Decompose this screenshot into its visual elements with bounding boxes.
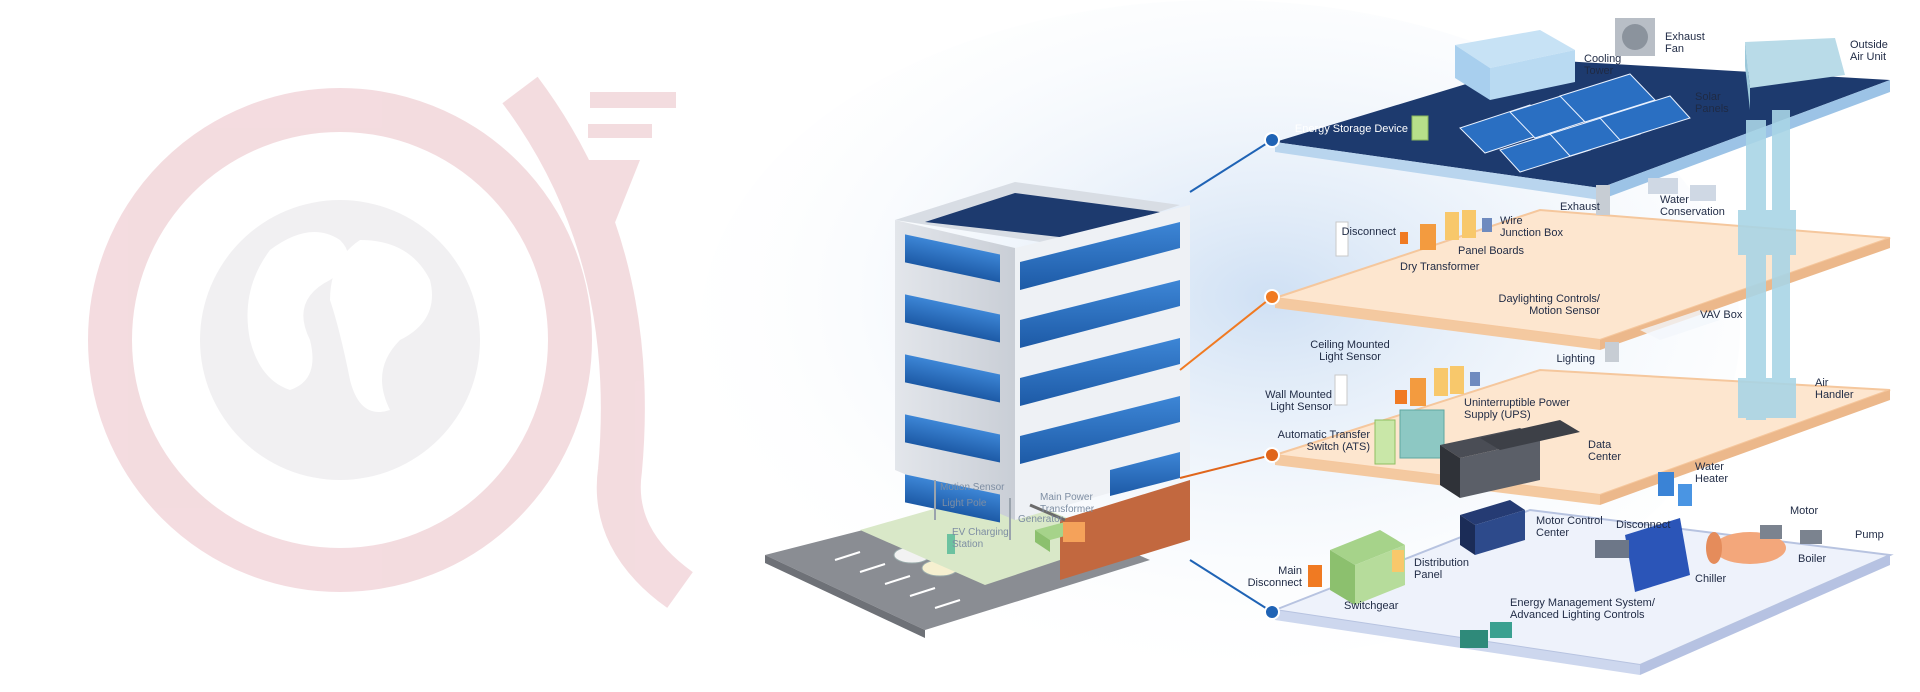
dry-transformer-label: Dry Transformer (1400, 261, 1480, 273)
light-pole-label: Light Pole (942, 498, 987, 509)
disconnect-icon (1400, 232, 1408, 244)
watermark-logo (110, 90, 680, 590)
motor-icon (1760, 525, 1782, 539)
exhaust-label: Exhaust (1560, 201, 1600, 213)
panel-boards-label: Panel Boards (1458, 245, 1525, 257)
distribution-panel-icon (1392, 550, 1404, 572)
disconnect-label: Disconnect (1342, 226, 1396, 238)
main-disconnect-icon (1308, 565, 1322, 587)
exhaust-fan-icon (1615, 18, 1655, 56)
energy-storage-label: Energy Storage Device (1295, 123, 1408, 135)
switchgear-label: Switchgear (1344, 600, 1399, 612)
disconnect-label: Disconnect (1616, 519, 1670, 531)
lighting-label: Lighting (1556, 353, 1595, 365)
wall-light-sensor-icon (1335, 375, 1347, 405)
transformer-icon (1063, 522, 1085, 542)
vav-box-label: VAV Box (1700, 309, 1743, 321)
boiler-label: Boiler (1798, 553, 1826, 565)
energy-storage-icon (1412, 116, 1428, 140)
pump-icon (1800, 530, 1822, 544)
motor-label: Motor (1790, 505, 1818, 517)
motion-sensor-label: Motion Sensor (940, 482, 1005, 493)
generator-label: Generator (1018, 514, 1064, 525)
pump-label: Pump (1855, 529, 1884, 541)
ems-label: Energy Management System/Advanced Lighti… (1510, 597, 1656, 621)
chiller-label: Chiller (1695, 573, 1727, 585)
